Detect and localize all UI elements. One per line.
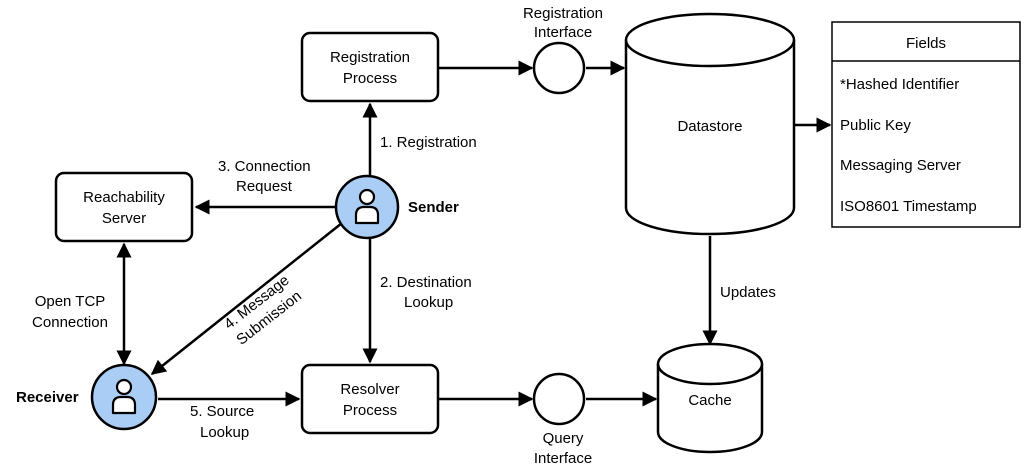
receiver-label: Receiver: [16, 389, 79, 406]
fields-table: Fields *Hashed Identifier Public Key Mes…: [831, 21, 1021, 228]
registration-interface-label-2: Interface: [534, 24, 592, 41]
registration-edge-label: 1. Registration: [380, 134, 477, 151]
updates-label: Updates: [720, 284, 776, 301]
fields-item-messaging-server: Messaging Server: [840, 157, 961, 174]
fields-title: Fields: [906, 35, 946, 52]
reachability-server-node: Reachability Server: [54, 171, 194, 243]
receiver-node: Receiver: [16, 363, 158, 431]
open-tcp-label-1: Open TCP: [35, 293, 106, 310]
query-interface-label-2: Interface: [534, 450, 592, 467]
registration-process-node: Registration Process: [300, 31, 440, 103]
resolver-process-node: Resolver Process: [300, 363, 440, 435]
source-lookup-label-2: Lookup: [200, 424, 249, 441]
query-interface-label-1: Query: [543, 430, 584, 447]
reachability-server-label-2: Server: [102, 210, 146, 227]
datastore-node: Datastore: [624, 12, 796, 236]
cache-node: Cache: [656, 342, 764, 454]
registration-interface-node: Registration Interface: [523, 5, 603, 95]
destination-lookup-label-2: Lookup: [404, 294, 453, 311]
resolver-process-label-1: Resolver: [340, 381, 399, 398]
fields-item-public-key: Public Key: [840, 117, 911, 134]
connection-request-label-2: Request: [236, 178, 293, 195]
registration-interface-label-1: Registration: [523, 5, 603, 22]
sender-person-icon: [354, 188, 380, 225]
query-interface-node: Query Interface: [532, 372, 592, 467]
fields-item-timestamp: ISO8601 Timestamp: [840, 198, 977, 215]
resolver-process-label-2: Process: [343, 402, 397, 419]
open-tcp-label-2: Connection: [32, 314, 108, 331]
reachability-server-label-1: Reachability: [83, 189, 165, 206]
datastore-label: Datastore: [677, 118, 742, 135]
sender-label: Sender: [408, 199, 459, 216]
receiver-person-icon: [111, 378, 137, 415]
fields-item-hashed-identifier: *Hashed Identifier: [840, 76, 959, 93]
edge-sender-to-receiver: [150, 222, 343, 375]
registration-process-label-2: Process: [343, 70, 397, 87]
cache-label: Cache: [688, 392, 731, 409]
registration-process-label-1: Registration: [330, 49, 410, 66]
sender-node: Sender: [334, 174, 459, 240]
connectors: [116, 60, 832, 407]
message-submission-label: 4. Message Submission: [221, 272, 305, 349]
destination-lookup-label-1: 2. Destination: [380, 274, 472, 291]
source-lookup-label-1: 5. Source: [190, 403, 254, 420]
connection-request-label-1: 3. Connection: [218, 158, 311, 175]
